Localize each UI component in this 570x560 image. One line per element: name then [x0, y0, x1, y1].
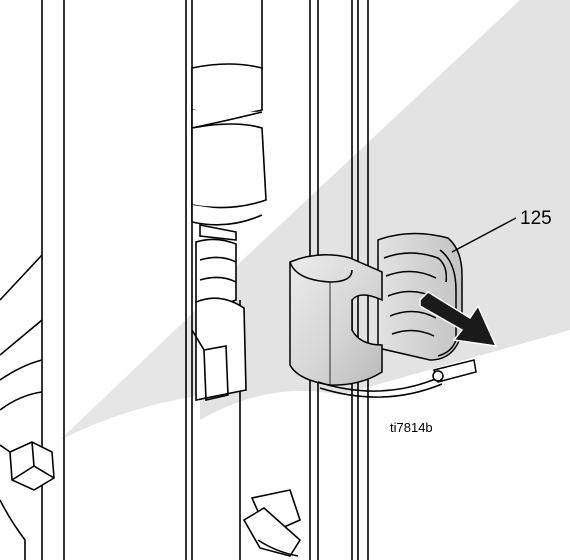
hex-nut	[0, 441, 55, 560]
retaining-pin	[317, 359, 477, 398]
upper-collar	[191, 63, 267, 401]
callout-label-125: 125	[520, 208, 552, 229]
clip-front-half	[289, 254, 383, 386]
callout-leader-line	[451, 217, 517, 253]
background-band	[200, 0, 570, 420]
clip-rear-half	[377, 232, 463, 361]
figure-id: ti7814b	[390, 420, 433, 435]
background-arc	[60, 390, 570, 560]
bottom-fitting	[242, 489, 302, 557]
removal-arrow	[419, 291, 498, 347]
